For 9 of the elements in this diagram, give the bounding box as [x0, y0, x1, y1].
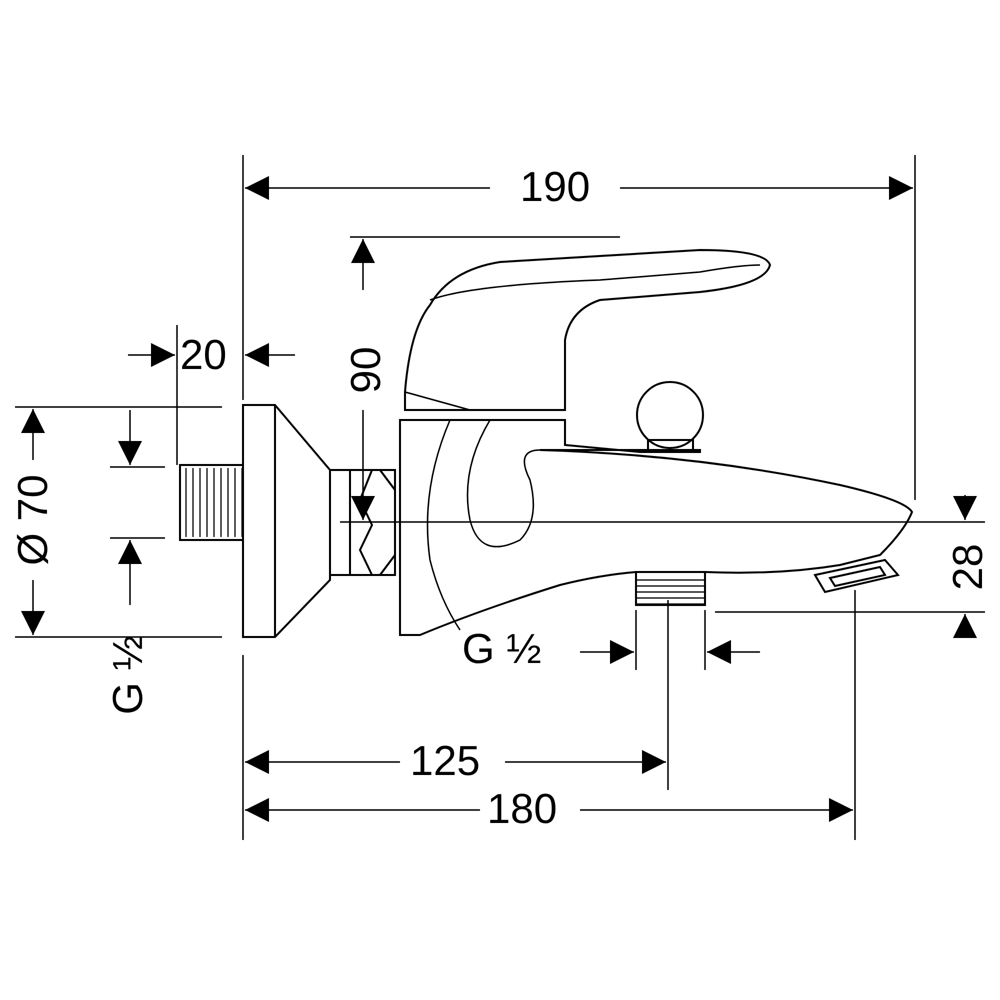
dimension-label: G ½ [107, 635, 149, 715]
dimension-label: 190 [520, 166, 590, 208]
dimension-label: 125 [410, 740, 480, 782]
dimension-label: 20 [180, 334, 227, 376]
dimension-label: 90 [345, 346, 387, 394]
dimension-label: G ½ [462, 628, 542, 670]
dimension-label: 180 [487, 788, 558, 830]
dimension-label: 28 [947, 544, 989, 590]
dimension-label: Ø 70 [12, 474, 54, 566]
